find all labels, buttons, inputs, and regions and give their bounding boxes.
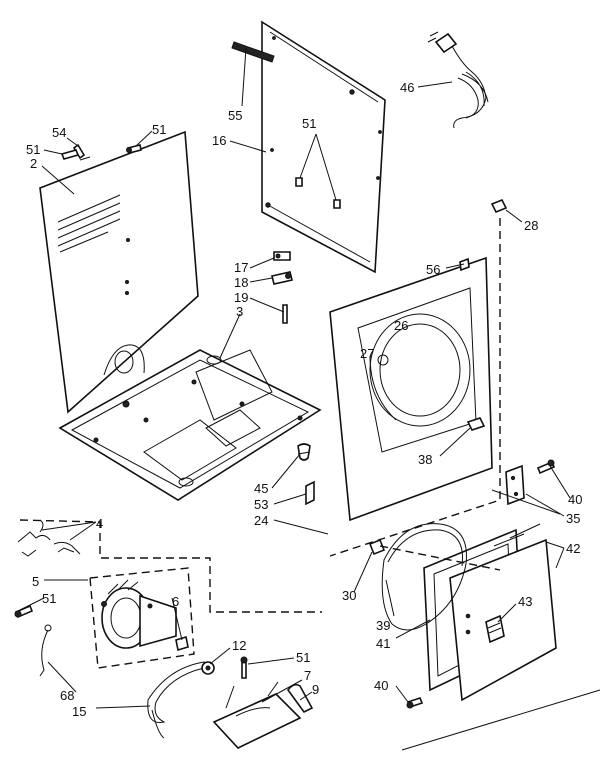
callout-17: 17 (234, 260, 248, 275)
callout-30: 30 (342, 588, 356, 603)
callout-45: 45 (254, 481, 268, 496)
callout-39: 39 (376, 618, 390, 633)
callout-56: 56 (426, 262, 440, 277)
callout-54: 54 (52, 125, 66, 140)
door-seal (381, 523, 467, 631)
callout-5: 5 (32, 574, 39, 589)
base-frame (58, 349, 322, 501)
callout-40: 40 (568, 492, 582, 507)
clip-18 (271, 271, 293, 285)
callout-53: 53 (254, 497, 268, 512)
door-assembly (423, 523, 557, 702)
screw-51e (240, 656, 248, 679)
callout-24: 24 (254, 513, 268, 528)
part-53 (305, 480, 315, 506)
callout-51: 51 (152, 122, 166, 137)
callout-15: 15 (72, 704, 86, 719)
callout-27: 27 (360, 346, 374, 361)
clip-17 (273, 251, 291, 261)
callout-6: 6 (172, 594, 179, 609)
idler-bracket (212, 681, 302, 749)
screw-51a (60, 149, 80, 160)
callout-40: 40 (374, 678, 388, 693)
motor-assembly (19, 519, 322, 669)
callout-19: 19 (234, 290, 248, 305)
callout-35: 35 (566, 511, 580, 526)
drive-belt (147, 661, 208, 739)
callout-41: 41 (376, 636, 390, 651)
top-panel (231, 20, 386, 274)
front-panel (329, 198, 508, 557)
side-panel (39, 130, 199, 414)
callout-16: 16 (212, 133, 226, 148)
part-30 (368, 538, 501, 571)
callout-7: 7 (304, 668, 311, 683)
callout-43: 43 (518, 594, 532, 609)
wire-68 (39, 624, 52, 677)
power-cord (427, 31, 489, 129)
screw-40a (536, 459, 556, 475)
screw-40b (406, 697, 424, 709)
callout-2: 2 (30, 156, 37, 171)
part-45 (297, 443, 311, 461)
callout-51: 51 (42, 591, 56, 606)
callout-55: 55 (228, 108, 242, 123)
callout-51: 51 (296, 650, 310, 665)
idler-pulley (201, 661, 215, 675)
callout-4: 4 (96, 516, 103, 531)
screw-19 (282, 304, 288, 324)
callout-51: 51 (26, 142, 40, 157)
callout-12: 12 (232, 638, 246, 653)
callout-38: 38 (418, 452, 432, 467)
callout-26: 26 (394, 318, 408, 333)
wire-harness (17, 519, 81, 557)
screw-51d (14, 604, 34, 619)
callout-51: 51 (302, 116, 316, 131)
spring-9 (287, 683, 314, 714)
screw-54 (72, 143, 91, 161)
callout-labels: 54 51 2 51 55 16 51 46 28 56 17 18 19 3 … (26, 80, 582, 719)
callout-9: 9 (312, 682, 319, 697)
callout-42: 42 (566, 541, 580, 556)
callout-28: 28 (524, 218, 538, 233)
callout-18: 18 (234, 275, 248, 290)
hinge-35 (491, 464, 561, 515)
callout-46: 46 (400, 80, 414, 95)
callout-3: 3 (236, 304, 243, 319)
baseline-mark (401, 689, 601, 751)
leader-lines (19, 47, 571, 709)
callout-68: 68 (60, 688, 74, 703)
